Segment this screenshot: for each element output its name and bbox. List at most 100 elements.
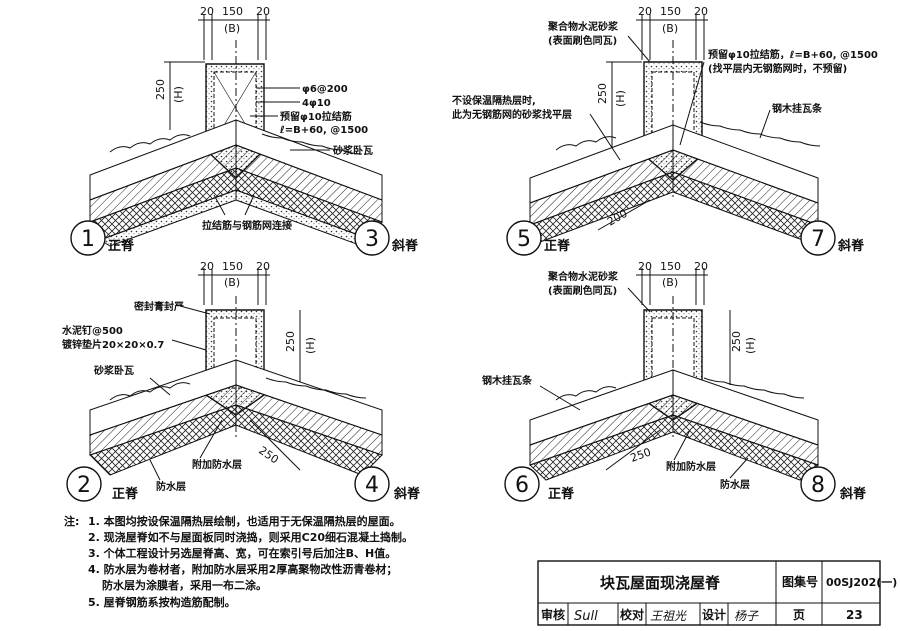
dimension-width: 20 150 20 (B) bbox=[198, 5, 270, 60]
detail-number-3: 3 斜脊 bbox=[354, 220, 419, 256]
note-4-cont: 防水层为涂膜者，采用一布二涂。 bbox=[102, 578, 267, 592]
svg-text:3: 3 bbox=[365, 227, 379, 252]
note-1: 1. 本图均按设保温隔热层绘制，也适用于无保温隔热层的屋面。 bbox=[88, 514, 401, 528]
detail-number-7: 7 斜脊 bbox=[800, 220, 865, 256]
detail-name-2: 正脊 bbox=[112, 486, 139, 502]
dimension-height: 250 (H) bbox=[596, 61, 642, 150]
dim-20-left: 20 bbox=[200, 5, 214, 18]
svg-text:(B): (B) bbox=[662, 22, 678, 35]
svg-text:250: 250 bbox=[730, 331, 743, 352]
svg-text:150: 150 bbox=[660, 260, 681, 273]
svg-text:2: 2 bbox=[77, 473, 91, 498]
sheet-title: 块瓦屋面现浇屋脊 bbox=[600, 574, 721, 592]
svg-text:20: 20 bbox=[200, 260, 214, 273]
review-label: 审核 bbox=[541, 607, 565, 622]
svg-text:20: 20 bbox=[638, 5, 652, 18]
note-4: 4. 防水层为卷材者，附加防水层采用2厚高聚物改性沥青卷材； bbox=[88, 562, 397, 576]
note-3: 3. 个体工程设计另选屋脊高、宽，可在索引号后加注B、H值。 bbox=[88, 546, 396, 560]
svg-text:250: 250 bbox=[284, 331, 297, 352]
label-tie-bar: 预留φ10拉结筋，ℓ=B+60, @1500 bbox=[708, 48, 878, 61]
svg-text:20: 20 bbox=[638, 260, 652, 273]
annotation-labels: 聚合物水泥砂浆 (表面刷色同瓦) 预留φ10拉结筋，ℓ=B+60, @1500 … bbox=[452, 20, 878, 161]
label-leveling-layer: 此为无钢筋网的砂浆找平层 bbox=[452, 108, 572, 121]
dimension-width: 20 150 20 (B) bbox=[636, 260, 708, 305]
svg-text:(H): (H) bbox=[304, 337, 317, 354]
svg-text:7: 7 bbox=[811, 227, 825, 252]
dimension-width: 20 150 20 (B) bbox=[198, 260, 270, 305]
notes-block: 注: 1. 本图均按设保温隔热层绘制，也适用于无保温隔热层的屋面。 2. 现浇屋… bbox=[64, 514, 413, 609]
detail-number-6: 6 正脊 bbox=[504, 466, 575, 502]
detail-number-8: 8 斜脊 bbox=[800, 466, 867, 502]
roof-slope-right bbox=[235, 359, 383, 476]
detail-number-2: 2 正脊 bbox=[66, 466, 139, 502]
label-waterproof: 防水层 bbox=[720, 478, 750, 491]
label-mortar-tile: 砂浆卧瓦 bbox=[332, 144, 373, 157]
label-paint-same-tile: (表面刷色同瓦) bbox=[548, 34, 617, 47]
label-tie-bar-note: (找平层内无钢筋网时，不预留) bbox=[708, 62, 847, 75]
label-tie-bar-spec: ℓ=B+60, @1500 bbox=[279, 125, 368, 136]
roof-slope-left bbox=[89, 359, 237, 476]
annotation-labels: φ6@200 4φ10 预留φ10拉结筋 ℓ=B+60, @1500 砂浆卧瓦 … bbox=[202, 84, 373, 232]
roof-slope-right bbox=[672, 124, 819, 243]
atlas-number: 00SJ202(一) bbox=[826, 576, 897, 589]
roof-tiles bbox=[109, 133, 363, 155]
dimension-height: 250 (H) bbox=[284, 310, 317, 385]
detail-number-4: 4 斜脊 bbox=[354, 466, 421, 502]
label-mortar-tile: 砂浆卧瓦 bbox=[93, 364, 134, 377]
title-block: 块瓦屋面现浇屋脊 图集号 00SJ202(一) 审核 Sull 校对 王祖光 设… bbox=[537, 560, 897, 626]
roof-slope-left bbox=[529, 369, 674, 481]
label-sealant: 密封膏封严 bbox=[134, 300, 184, 313]
svg-text:8: 8 bbox=[811, 473, 825, 498]
annotation-labels: 密封膏封严 水泥钉@500 镀锌垫片20×20×0.7 砂浆卧瓦 附加防水层 防… bbox=[61, 300, 242, 493]
dim-150: 150 bbox=[222, 5, 243, 18]
detail-name-1: 正脊 bbox=[108, 238, 135, 254]
design-label: 设计 bbox=[702, 607, 726, 622]
label-polymer-mortar: 聚合物水泥砂浆 bbox=[547, 20, 619, 33]
svg-text:(B): (B) bbox=[662, 276, 678, 289]
svg-text:(H): (H) bbox=[744, 337, 757, 354]
label-waterproof: 防水层 bbox=[156, 480, 186, 493]
review-signature: Sull bbox=[574, 609, 598, 624]
label-tie-bar: 预留φ10拉结筋 bbox=[280, 110, 352, 123]
svg-text:20: 20 bbox=[694, 5, 708, 18]
svg-text:20: 20 bbox=[256, 260, 270, 273]
roof-slope-right bbox=[235, 119, 383, 247]
roof-slope-left bbox=[89, 119, 237, 247]
dimension-height: 250 (H) bbox=[729, 310, 757, 385]
label-steel-wood-batten: 钢木挂瓦条 bbox=[772, 102, 823, 115]
dim-h-value: 250 bbox=[154, 79, 167, 100]
detail-name-3: 斜脊 bbox=[391, 238, 419, 254]
detail-number-1: 1 正脊 bbox=[70, 220, 135, 256]
detail-name-5: 正脊 bbox=[544, 238, 571, 254]
label-extra-waterproof: 附加防水层 bbox=[192, 458, 242, 471]
svg-text:250: 250 bbox=[629, 445, 653, 464]
svg-text:150: 150 bbox=[222, 260, 243, 273]
svg-text:5: 5 bbox=[517, 227, 531, 252]
roof-tiles bbox=[555, 377, 805, 401]
svg-text:1: 1 bbox=[81, 227, 95, 252]
note-2: 2. 现浇屋脊如不与屋面板同时浇捣，则采用C20细石混凝土捣制。 bbox=[88, 530, 413, 544]
detail-number-5: 5 正脊 bbox=[506, 220, 571, 256]
svg-text:6: 6 bbox=[515, 473, 529, 498]
svg-text:(B): (B) bbox=[224, 276, 240, 289]
label-stirrup: φ6@200 bbox=[302, 84, 348, 95]
label-paint-same-tile: (表面刷色同瓦) bbox=[548, 284, 617, 297]
dim-20-right: 20 bbox=[256, 5, 270, 18]
label-nails: 水泥钉@500 bbox=[61, 324, 123, 337]
notes-prefix: 注: bbox=[64, 514, 79, 528]
roof-slope-right bbox=[672, 369, 820, 481]
label-polymer-mortar: 聚合物水泥砂浆 bbox=[547, 270, 619, 283]
detail-panel-6-8: 20 150 20 (B) 250 (H) bbox=[482, 260, 867, 502]
dimension-width: 20 150 20 (B) bbox=[636, 5, 708, 60]
svg-text:4: 4 bbox=[365, 473, 379, 498]
svg-text:(H): (H) bbox=[614, 90, 627, 107]
detail-panel-5-7: 20 150 20 (B) 250 (H) bbox=[452, 5, 878, 256]
atlas-label: 图集号 bbox=[782, 574, 818, 589]
annotation-labels: 聚合物水泥砂浆 (表面刷色同瓦) 钢木挂瓦条 附加防水层 防水层 bbox=[482, 270, 750, 491]
check-label: 校对 bbox=[620, 607, 644, 622]
roof-tiles bbox=[555, 121, 821, 151]
note-5: 5. 屋脊钢筋系按构造筋配制。 bbox=[88, 595, 236, 609]
label-steel-wood-batten: 钢木挂瓦条 bbox=[482, 374, 533, 387]
label-bars: 4φ10 bbox=[302, 98, 331, 109]
